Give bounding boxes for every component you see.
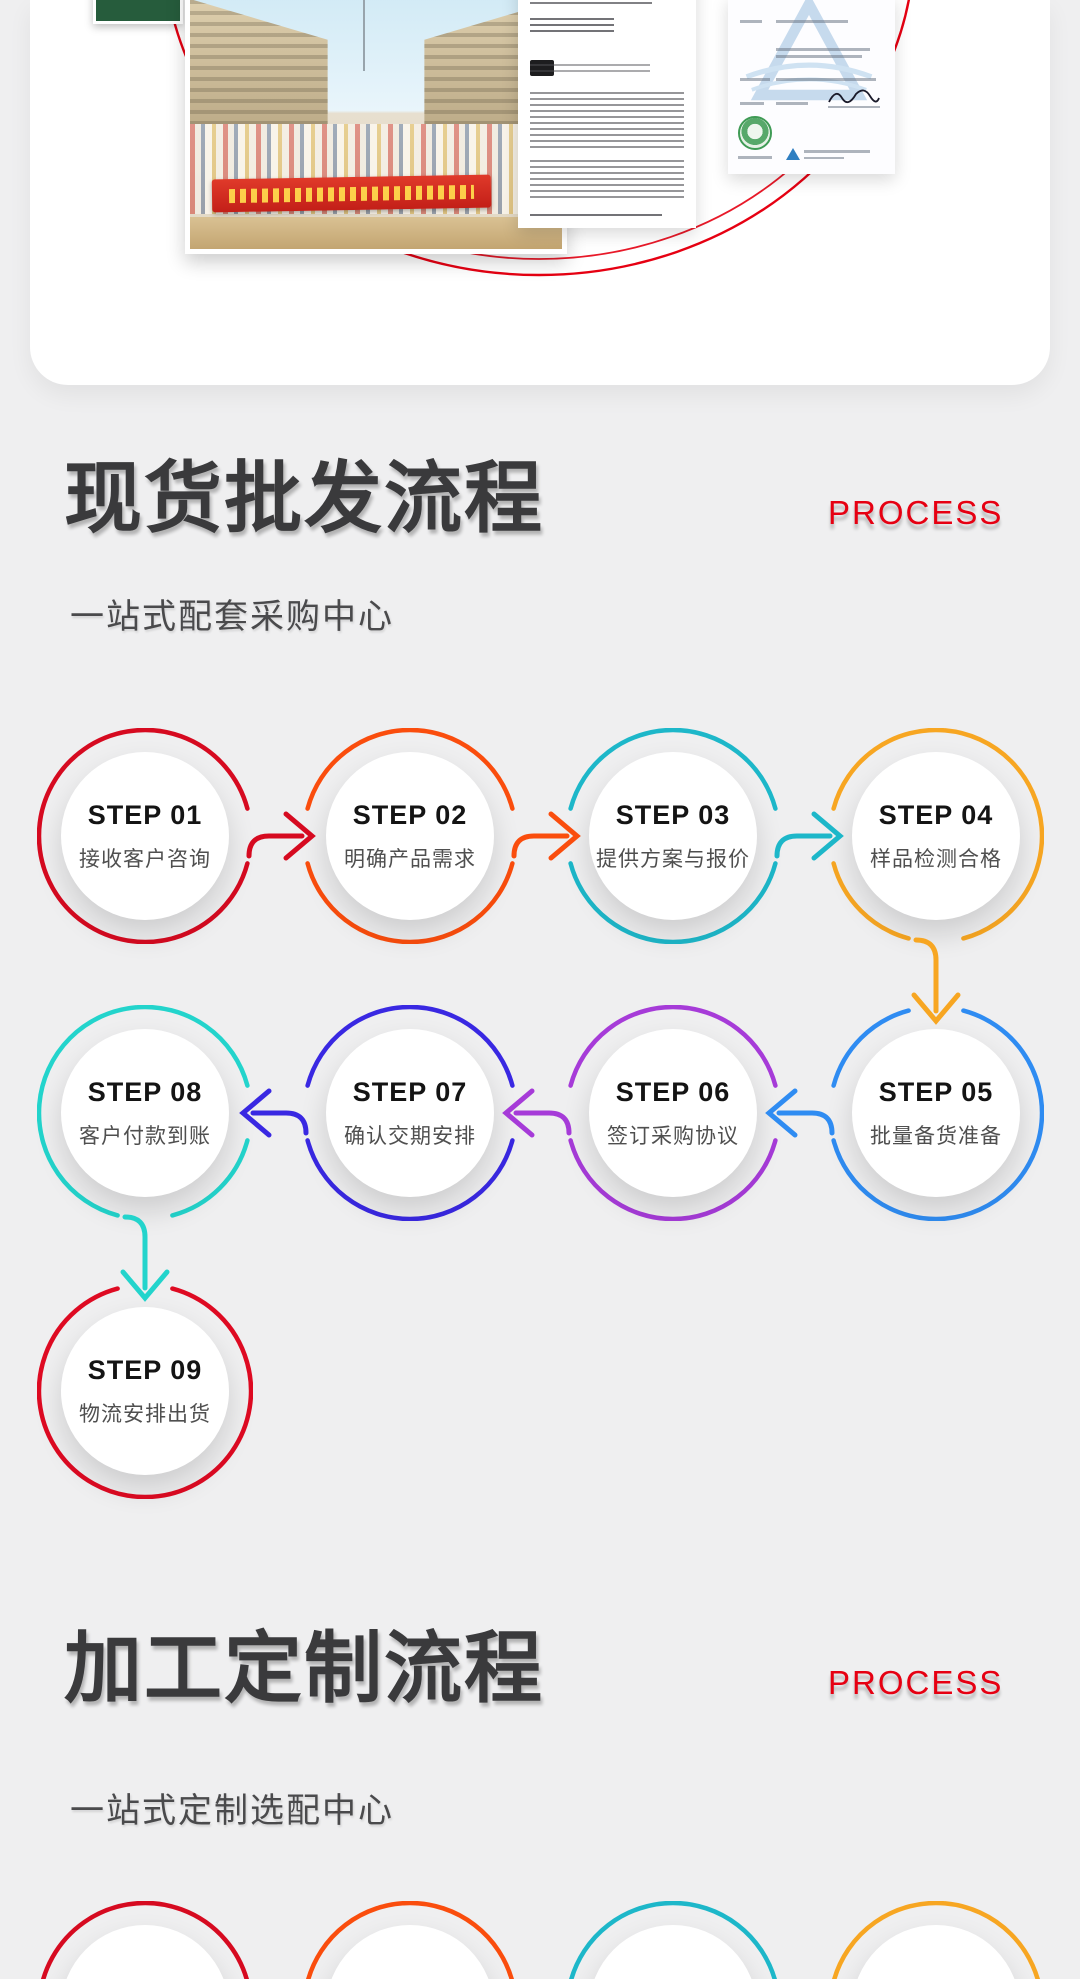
custom-flow-step-02-ring (306, 1901, 514, 1979)
ground (190, 217, 562, 249)
letter-header-lines (530, 0, 652, 8)
process-tag-custom: PROCESS (828, 1664, 1004, 1701)
letter-logo (530, 60, 554, 76)
flow-step-08-desc: 客户付款到账 (79, 1124, 211, 1148)
cert-label-4 (740, 102, 764, 105)
flow-step-03-label: STEP 03 (615, 799, 731, 830)
flow-step-08-inner: STEP 08 客户付款到账 (61, 1029, 229, 1197)
custom-flow-step-04 (828, 1901, 1044, 1979)
letter-subject-line (530, 64, 650, 74)
cert-label-3 (740, 78, 770, 81)
cert-value-2b (776, 55, 862, 58)
flow-step-06-label: STEP 06 (615, 1076, 731, 1107)
flow-step-02-desc: 明确产品需求 (344, 847, 476, 871)
cert-signature (828, 89, 880, 108)
flow-step-01-inner: STEP 01 接收客户咨询 (61, 752, 229, 920)
process-tag-wholesale: PROCESS (828, 494, 1004, 531)
flow-step-03-ring (568, 728, 778, 944)
flow-step-07-inner: STEP 07 确认交期安排 (326, 1029, 494, 1197)
cert-value-1 (776, 20, 848, 23)
flow-step-05-desc: 批量备货准备 (870, 1124, 1002, 1148)
flow-step-05-label: STEP 05 (878, 1076, 994, 1107)
flow-step-02-label: STEP 02 (352, 799, 468, 830)
company-group-photo (185, 0, 567, 254)
custom-flow-step-01-ring (41, 1901, 249, 1979)
custom-flow-step-03-ring (569, 1901, 777, 1979)
flow-step-02-inner: STEP 02 明确产品需求 (326, 752, 494, 920)
group-photo-scene (190, 0, 562, 249)
flow-step-06: STEP 06 签订采购协议 (565, 1005, 781, 1221)
custom-flow-step-03 (565, 1901, 781, 1979)
flow-step-03: STEP 03 提供方案与报价 (565, 728, 781, 944)
letter-footer-line (530, 214, 662, 218)
flow-step-06-desc: 签订采购协议 (607, 1124, 739, 1148)
brand-text-line-2 (804, 157, 844, 159)
cert-ref-line (738, 156, 772, 159)
cert-value-4 (776, 102, 808, 105)
flow-step-03-inner: STEP 03 提供方案与报价 (589, 752, 757, 920)
authorization-letter (518, 0, 696, 228)
flow-step-05-ring (831, 1008, 1044, 1221)
flow-step-09: STEP 09 物流安排出货 (37, 1283, 253, 1499)
flow-step-07: STEP 07 确认交期安排 (302, 1005, 518, 1221)
cert-label-1 (740, 20, 762, 23)
section-subtitle-custom: 一站式定制选配中心 (70, 1792, 394, 1830)
flow-step-04-ring (831, 728, 1044, 941)
letter-paragraph-1 (530, 92, 684, 150)
flow-step-08-ring (37, 1005, 250, 1218)
flow-step-04: STEP 04 样品检测合格 (828, 728, 1044, 944)
flow-step-01-desc: 接收客户咨询 (79, 847, 211, 871)
flow-step-01-ring (37, 728, 250, 944)
certificate (728, 0, 895, 174)
flow-step-07-label: STEP 07 (352, 1076, 468, 1107)
flow-step-08-label: STEP 08 (87, 1076, 203, 1107)
cert-value-2a (776, 48, 870, 51)
flow-step-09-ring (37, 1286, 253, 1499)
flow-step-09-inner: STEP 09 物流安排出货 (61, 1307, 229, 1475)
flow-step-01: STEP 01 接收客户咨询 (37, 728, 253, 944)
radio-tower (362, 0, 365, 71)
photo-thumbnail (93, 0, 183, 24)
flow-step-05: STEP 05 批量备货准备 (828, 1005, 1044, 1221)
tuv-brand-triangle (786, 148, 800, 160)
cert-value-3 (776, 78, 876, 81)
custom-flow-step-04-ring (832, 1901, 1040, 1979)
flow-step-07-desc: 确认交期安排 (344, 1124, 476, 1148)
custom-flow-step-01 (37, 1901, 253, 1979)
flow-step-03-desc: 提供方案与报价 (596, 847, 750, 871)
flow-step-09-desc: 物流安排出货 (79, 1402, 211, 1426)
custom-flow-step-02 (302, 1901, 518, 1979)
green-stamp (738, 116, 772, 150)
flow-step-02: STEP 02 明确产品需求 (302, 728, 518, 944)
letter-paragraph-2 (530, 160, 684, 200)
flow-step-04-inner: STEP 04 样品检测合格 (852, 752, 1020, 920)
flow-step-08: STEP 08 客户付款到账 (37, 1005, 253, 1221)
brand-text-line-1 (804, 150, 870, 153)
decorative-red-orbit-curve (168, 0, 910, 277)
flow-step-02-ring (305, 728, 515, 944)
flow-step-01-label: STEP 01 (87, 799, 203, 830)
letter-address-lines (530, 18, 614, 34)
flow-step-05-inner: STEP 05 批量备货准备 (852, 1029, 1020, 1197)
hero-card (30, 0, 1050, 385)
flow-step-04-desc: 样品检测合格 (870, 847, 1002, 871)
flow-step-09-label: STEP 09 (87, 1354, 203, 1385)
flow-step-07-ring (305, 1005, 515, 1221)
flow-step-06-ring (568, 1005, 778, 1221)
flow-step-06-inner: STEP 06 签订采购协议 (589, 1029, 757, 1197)
flow-step-04-label: STEP 04 (878, 799, 994, 830)
section-title-custom: 加工定制流程 (64, 1624, 545, 1712)
section-subtitle-wholesale: 一站式配套采购中心 (70, 598, 394, 636)
section-title-wholesale: 现货批发流程 (64, 454, 545, 542)
